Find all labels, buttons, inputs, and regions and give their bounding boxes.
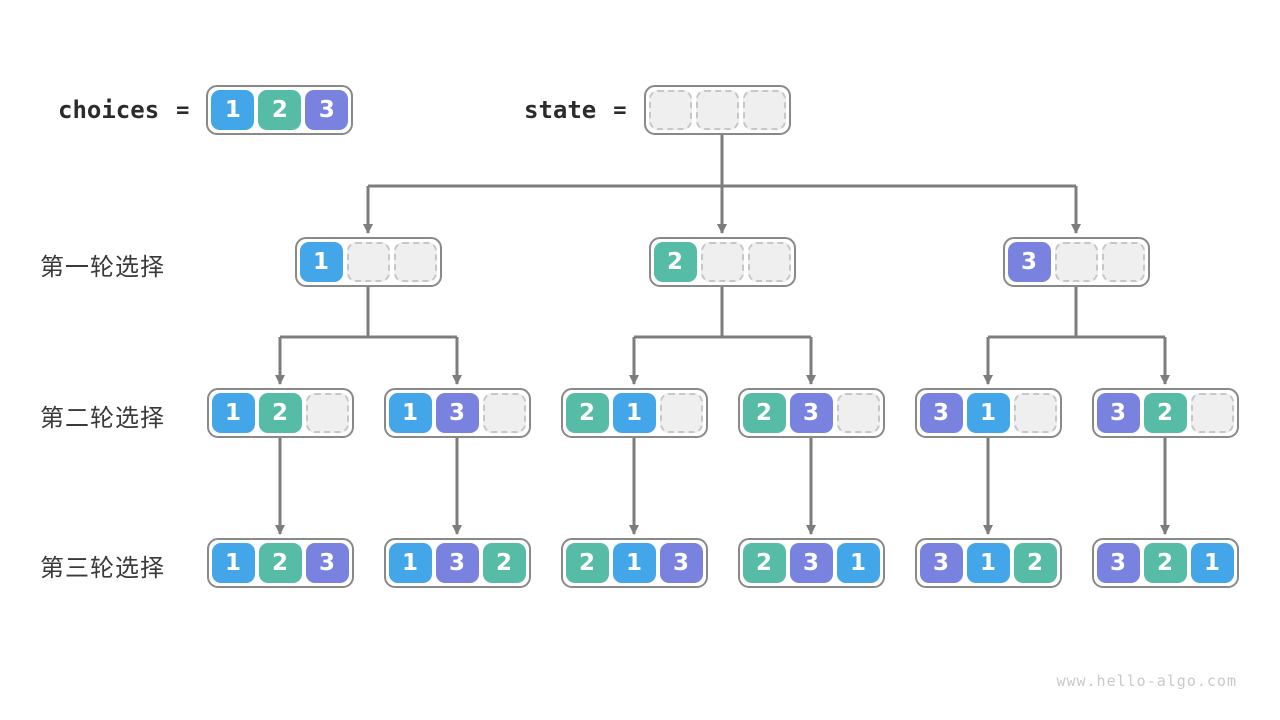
array-cell-2: 2: [258, 543, 302, 583]
array-cell-2: 2: [742, 543, 786, 583]
array-cell-1: 1: [388, 393, 432, 433]
state-label: state: [524, 96, 597, 124]
array-cell-3: 3: [919, 543, 963, 583]
array-cell-1: 1: [1190, 543, 1234, 583]
array-cell-empty: [648, 90, 692, 130]
array-cell-empty: [1013, 393, 1057, 433]
row-label-round-2: 第二轮选择: [40, 404, 165, 432]
array-cell-empty: [482, 393, 526, 433]
array-cell-empty: [393, 242, 437, 282]
array-cell-3: 3: [659, 543, 703, 583]
array-cell-2: 2: [258, 90, 302, 130]
array-cell-2: 2: [1143, 393, 1187, 433]
array-cell-3: 3: [305, 543, 349, 583]
array-cell-empty: [1054, 242, 1098, 282]
state-legend: state =: [524, 85, 791, 135]
watermark: www.hello-algo.com: [1056, 672, 1237, 690]
array-cell-1: 1: [299, 242, 343, 282]
array-cell-empty: [346, 242, 390, 282]
array-cell-3: 3: [435, 393, 479, 433]
array-cell-3: 3: [435, 543, 479, 583]
array-cell-empty: [1101, 242, 1145, 282]
array-cell-3: 3: [1007, 242, 1051, 282]
array-cell-2: 2: [482, 543, 526, 583]
choices-label: choices: [58, 96, 160, 124]
array-cell-1: 1: [966, 393, 1010, 433]
array-cell-2: 2: [565, 543, 609, 583]
array-cell-2: 2: [565, 393, 609, 433]
array-cell-1: 1: [211, 543, 255, 583]
array-cell-2: 2: [258, 393, 302, 433]
row-label-round-1: 第一轮选择: [40, 253, 165, 281]
array-cell-empty: [700, 242, 744, 282]
array-cell-3: 3: [919, 393, 963, 433]
array-cell-3: 3: [1096, 543, 1140, 583]
state-node-round1-1: 1: [294, 237, 442, 287]
array-cell-3: 3: [789, 393, 833, 433]
array-cell-2: 2: [742, 393, 786, 433]
array-cell-1: 1: [966, 543, 1010, 583]
array-cell-3: 3: [305, 90, 349, 130]
state-box-slot: [643, 85, 791, 135]
array-cell-3: 3: [1096, 393, 1140, 433]
array-cell-1: 1: [211, 393, 255, 433]
array-cell-3: 3: [789, 543, 833, 583]
state-array-box: [643, 85, 791, 135]
state-node-round1-3: 3: [1002, 237, 1150, 287]
array-cell-1: 1: [211, 90, 255, 130]
choices-equals-sign: =: [176, 97, 190, 123]
array-cell-empty: [836, 393, 880, 433]
array-cell-empty: [742, 90, 786, 130]
array-cell-empty: [695, 90, 739, 130]
array-cell-1: 1: [388, 543, 432, 583]
array-cell-2: 2: [1143, 543, 1187, 583]
state-equals-sign: =: [613, 97, 627, 123]
array-cell-empty: [747, 242, 791, 282]
array-cell-2: 2: [653, 242, 697, 282]
row-label-round-3: 第三轮选择: [40, 554, 165, 582]
array-cell-empty: [659, 393, 703, 433]
array-cell-1: 1: [612, 543, 656, 583]
array-cell-empty: [305, 393, 349, 433]
state-node-round1-2: 2: [648, 237, 796, 287]
array-cell-2: 2: [1013, 543, 1057, 583]
array-cell-empty: [1190, 393, 1234, 433]
array-cell-1: 1: [612, 393, 656, 433]
array-cell-1: 1: [836, 543, 880, 583]
